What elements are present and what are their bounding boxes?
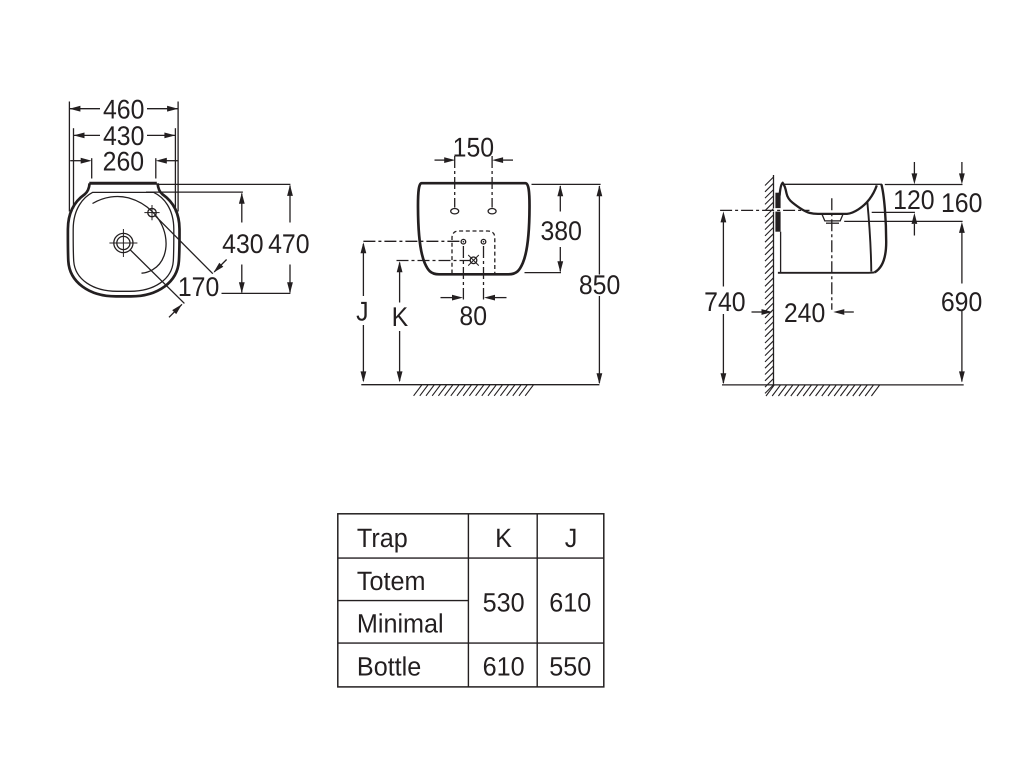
svg-text:470: 470 — [268, 229, 309, 259]
svg-text:460: 460 — [103, 94, 144, 124]
svg-text:380: 380 — [540, 216, 581, 246]
svg-text:260: 260 — [103, 146, 144, 176]
svg-text:430: 430 — [103, 121, 144, 151]
svg-text:850: 850 — [579, 270, 620, 300]
svg-text:Trap: Trap — [357, 523, 408, 553]
svg-text:430: 430 — [222, 229, 263, 259]
svg-text:150: 150 — [453, 133, 494, 163]
svg-text:J: J — [356, 296, 368, 326]
svg-text:K: K — [392, 302, 409, 332]
svg-text:610: 610 — [483, 651, 525, 681]
svg-text:160: 160 — [941, 188, 982, 218]
svg-text:Minimal: Minimal — [357, 608, 444, 638]
svg-text:Totem: Totem — [357, 566, 426, 596]
svg-text:80: 80 — [459, 301, 487, 331]
svg-text:240: 240 — [784, 298, 825, 328]
svg-text:J: J — [565, 523, 578, 553]
svg-text:610: 610 — [549, 588, 591, 618]
svg-text:550: 550 — [549, 651, 591, 681]
svg-text:120: 120 — [893, 185, 934, 215]
svg-text:Bottle: Bottle — [357, 651, 421, 681]
svg-text:740: 740 — [704, 287, 745, 317]
svg-text:170: 170 — [178, 272, 219, 302]
svg-text:690: 690 — [941, 287, 982, 317]
svg-text:K: K — [495, 523, 512, 553]
svg-text:530: 530 — [483, 588, 525, 618]
